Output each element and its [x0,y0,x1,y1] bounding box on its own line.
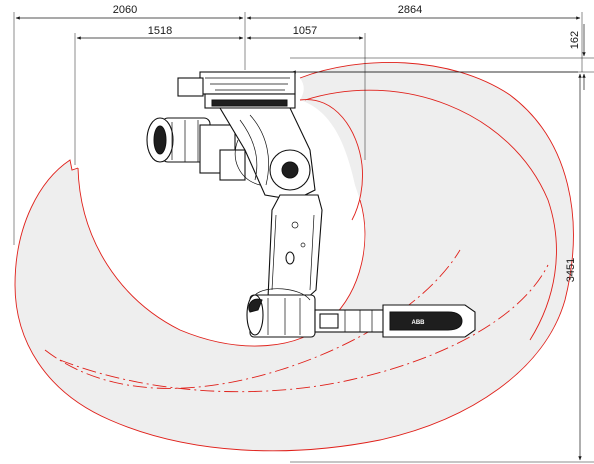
robot-forearm: ABB [314,304,476,338]
envelope-inner-boundary [77,167,366,347]
dim-label-right-small: 162 [569,31,581,49]
robot-arm: ABB [146,71,476,338]
working-envelope [14,61,574,452]
dim-label-inner-left: 1518 [148,25,172,37]
robot-motor-housing [146,117,246,181]
dim-label-inner-right: 1057 [293,25,317,37]
robot-base-top [199,71,296,95]
dim-label-right-tall: 3451 [565,258,577,282]
dim-label-top-left: 2060 [113,4,137,16]
robot-shoulder [219,107,316,201]
robot-logo: ABB [412,320,426,326]
robot-elbow [246,288,316,338]
dimension-lines [13,12,594,463]
envelope-top-notch [299,99,363,221]
envelope-dashed-arc-1 [44,249,461,389]
dim-label-top-right: 2864 [398,4,422,16]
envelope-outer-boundary [14,61,574,452]
envelope-right-inner-curve [304,89,557,341]
robot-upper-arm [267,194,323,301]
envelope-dashed-arc-2 [59,264,549,393]
envelope-fill [15,62,574,451]
